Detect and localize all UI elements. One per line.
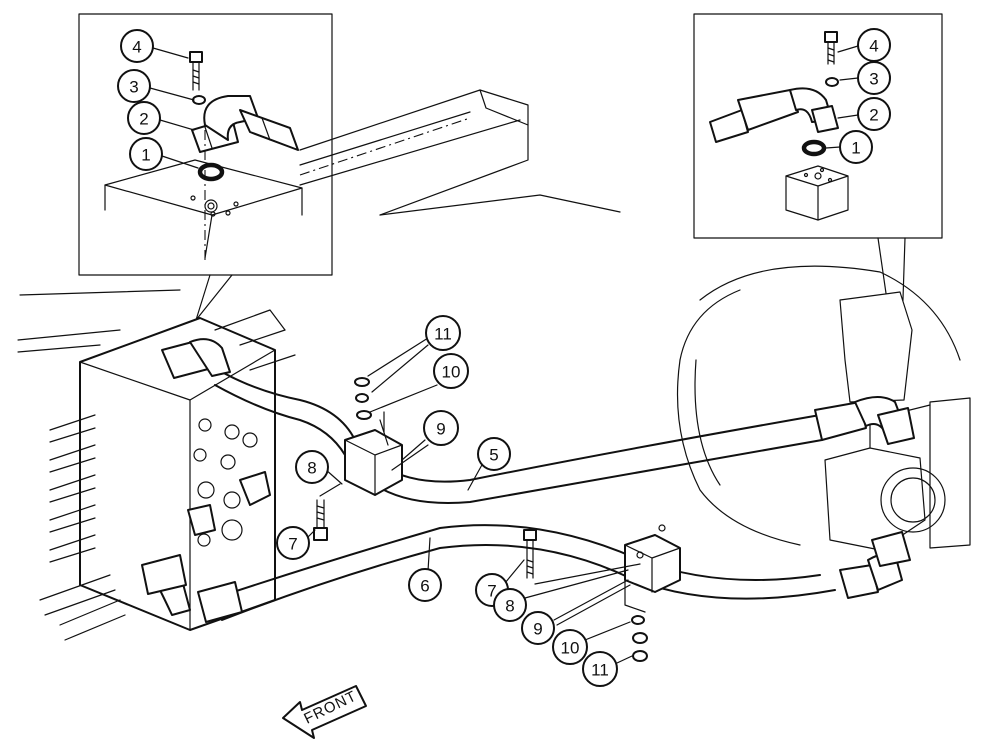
callout-label: 10	[442, 363, 461, 382]
left-inset-detail	[78, 13, 333, 276]
callout-label: 10	[561, 639, 580, 658]
callout-label: 8	[505, 597, 514, 616]
lower-hose-clamp	[523, 524, 681, 662]
callout-lower-9: 9	[521, 611, 555, 645]
front-direction-arrow: FRONT	[282, 685, 367, 739]
callout-right-inset-3: 3	[857, 61, 891, 95]
callout-label: 8	[307, 459, 316, 478]
callout-upper-5: 5	[477, 437, 511, 471]
callout-label: 3	[129, 78, 138, 97]
callout-label: 2	[869, 106, 878, 125]
control-valve-block	[39, 309, 296, 641]
callout-upper-11: 11	[425, 315, 461, 351]
callout-label: 4	[869, 37, 878, 56]
callout-left-inset-2: 2	[127, 101, 161, 135]
callout-right-inset-2: 2	[857, 97, 891, 131]
hose-6	[141, 524, 911, 623]
callout-left-inset-3: 3	[117, 69, 151, 103]
callout-label: 6	[420, 577, 429, 596]
callout-upper-10: 10	[433, 353, 469, 389]
valve-spools	[39, 414, 126, 641]
callout-lower-8: 8	[493, 588, 527, 622]
callout-right-inset-4: 4	[857, 28, 891, 62]
callout-lower-10: 10	[552, 629, 588, 665]
callout-right-inset-1: 1	[839, 130, 873, 164]
callout-left-inset-1: 1	[129, 137, 163, 171]
callout-left-inset-4: 4	[120, 29, 154, 63]
callout-label: 4	[132, 38, 141, 57]
frame-beams	[17, 89, 621, 353]
callout-upper-7: 7	[276, 526, 310, 560]
callout-lower-11: 11	[582, 651, 618, 687]
callout-label: 9	[436, 420, 445, 439]
valve-ports	[187, 418, 271, 547]
callout-label: 5	[489, 446, 498, 465]
right-inset-detail	[693, 13, 943, 239]
callout-upper-9: 9	[423, 410, 459, 446]
callout-lower-6: 6	[408, 568, 442, 602]
callout-label: 1	[851, 139, 860, 158]
swing-motor-housing	[676, 265, 971, 551]
callout-label: 9	[533, 620, 542, 639]
callout-label: 11	[591, 661, 609, 680]
callout-label: 2	[139, 110, 148, 129]
callout-upper-8: 8	[295, 450, 329, 484]
callout-label: 3	[869, 70, 878, 89]
callout-label: 11	[434, 325, 452, 344]
o-ring-icon	[197, 162, 225, 182]
upper-hose-clamp	[313, 377, 403, 541]
left-inset-pointer	[195, 274, 233, 321]
callout-label: 7	[487, 582, 496, 601]
callout-label: 7	[288, 535, 297, 554]
callout-label: 1	[141, 146, 150, 165]
o-ring-icon	[801, 139, 827, 157]
